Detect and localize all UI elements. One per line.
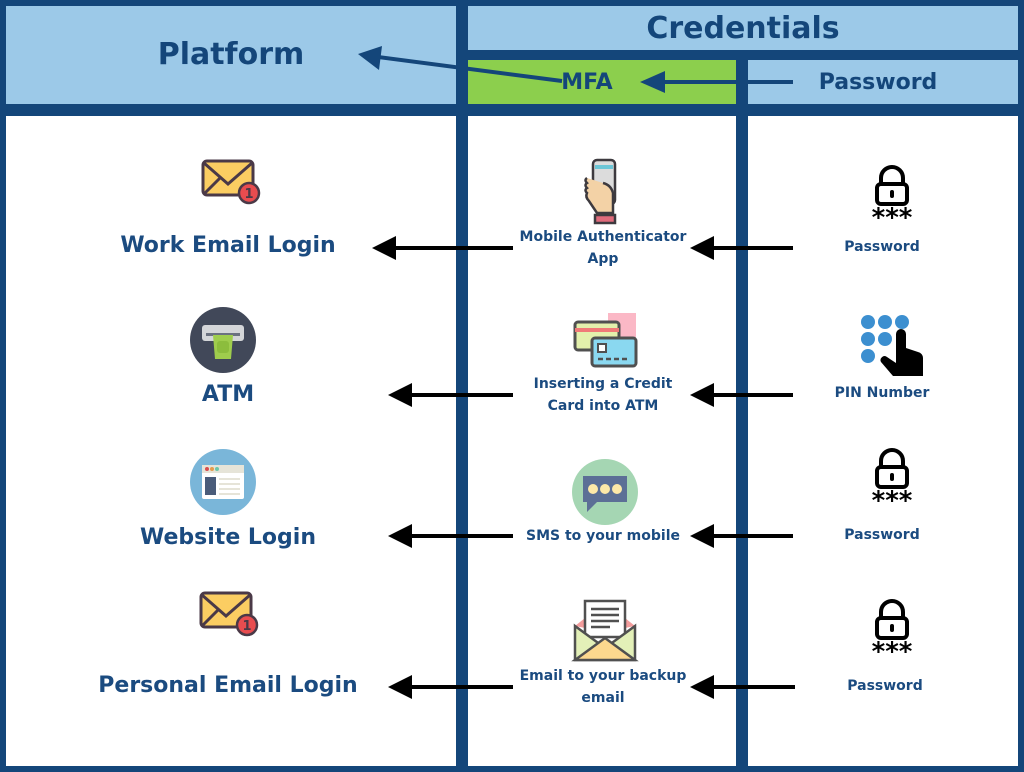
- header-arrows: [358, 46, 793, 93]
- credential-label: Password: [847, 678, 923, 694]
- envelope-notification-icon: 1: [199, 591, 259, 637]
- password-header: Password: [748, 60, 1018, 104]
- svg-text:***: ***: [872, 203, 913, 233]
- keypad-touch-icon: [861, 315, 924, 376]
- mfa-label-line: Email to your backup: [519, 668, 687, 684]
- mfa-label: Mobile Authenticator App: [488, 226, 718, 270]
- mfa-label: SMS to your mobile: [488, 525, 718, 547]
- svg-text:***: ***: [872, 486, 913, 516]
- row-3-arrows: [388, 524, 793, 548]
- arrowhead: [388, 383, 412, 407]
- row-2-arrows: [388, 383, 793, 407]
- arrowhead: [388, 675, 412, 699]
- platform-label: Website Login: [140, 525, 316, 550]
- platform-title: Platform: [157, 36, 305, 72]
- platform-column: [6, 116, 456, 766]
- mfa-label: Email to your backup email: [488, 665, 718, 709]
- password-to-mfa-arrowhead: [640, 71, 665, 93]
- arrowhead: [690, 675, 714, 699]
- credit-cards-icon: [573, 313, 638, 368]
- mfa-label-line: Inserting a Credit: [533, 376, 673, 392]
- row-1-arrows: [372, 236, 793, 260]
- mfa-label-line: App: [587, 251, 619, 267]
- row-4-arrows: [388, 675, 795, 699]
- svg-text:1: 1: [242, 619, 251, 634]
- platform-label: Personal Email Login: [98, 673, 358, 698]
- mfa-to-platform-arrow-line: [377, 55, 563, 83]
- open-envelope-letter-icon: [571, 599, 639, 662]
- arrowhead: [690, 524, 714, 548]
- atm-cash-icon: [190, 307, 256, 373]
- arrowhead: [690, 383, 714, 407]
- svg-text:1: 1: [244, 187, 253, 202]
- arrowhead: [690, 236, 714, 260]
- lock-password-icon: ***: [872, 599, 913, 667]
- lock-password-icon: ***: [872, 165, 913, 233]
- phone-in-hand-icon: [584, 158, 617, 225]
- arrowhead: [372, 236, 396, 260]
- envelope-notification-icon: 1: [201, 159, 261, 205]
- platform-label: Work Email Login: [120, 233, 336, 258]
- svg-text:***: ***: [872, 637, 913, 667]
- browser-window-icon: [190, 449, 256, 515]
- mfa-label-line: email: [581, 690, 625, 706]
- mfa-label: Inserting a Credit Card into ATM: [488, 373, 718, 417]
- credential-label: Password: [844, 239, 920, 255]
- mfa-title: MFA: [561, 69, 613, 95]
- credential-column: [748, 116, 1018, 766]
- mfa-label-line: Card into ATM: [547, 398, 659, 414]
- mfa-label-line: SMS to your mobile: [526, 528, 680, 544]
- password-title: Password: [818, 69, 938, 95]
- platform-label: ATM: [201, 382, 255, 407]
- arrowhead: [388, 524, 412, 548]
- lock-password-icon: ***: [872, 448, 913, 516]
- chat-bubble-icon: [572, 459, 638, 525]
- credentials-header: Credentials: [468, 6, 1018, 50]
- platform-header: Platform: [6, 6, 456, 104]
- mfa-to-platform-arrowhead: [358, 46, 382, 70]
- mfa-label-line: Mobile Authenticator: [519, 229, 687, 245]
- credentials-title: Credentials: [646, 10, 840, 46]
- credential-label: Password: [844, 527, 920, 543]
- credential-label: PIN Number: [834, 385, 930, 401]
